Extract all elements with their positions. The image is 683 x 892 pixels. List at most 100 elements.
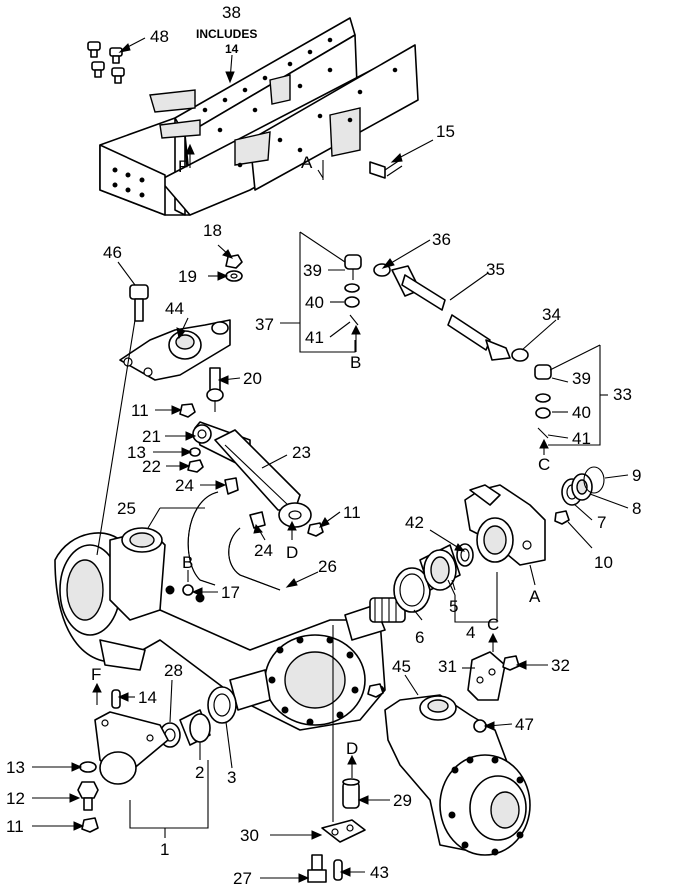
callout-42: 42 [405, 513, 424, 532]
callout-34: 34 [542, 305, 561, 324]
support-bracket-44 [119, 319, 231, 381]
callout-24-lower: 24 [254, 541, 273, 560]
leader-lines [32, 37, 629, 883]
callout-21: 21 [142, 427, 161, 446]
bolt-27 [307, 854, 327, 883]
callout-24-upper: 24 [175, 476, 194, 495]
includes-label: INCLUDES [196, 27, 257, 41]
callout-29: 29 [393, 791, 412, 810]
bolt-46 [129, 284, 149, 322]
callout-33: 33 [613, 385, 632, 404]
seal-3 [207, 686, 237, 724]
callout-17: 17 [221, 583, 240, 602]
letter-c-lower: C [487, 615, 499, 634]
nut-18 [225, 254, 243, 269]
callout-5: 5 [449, 597, 458, 616]
tie-rod-assembly [344, 254, 552, 439]
letter-d-mid: D [286, 543, 298, 562]
callout-35: 35 [486, 260, 505, 279]
callout-14: 14 [138, 688, 157, 707]
axle-support-left [94, 711, 169, 785]
callout-25: 25 [117, 499, 136, 518]
pin-43 [333, 859, 343, 881]
callout-labels: 38 INCLUDES 14 48 15 A F 18 19 46 44 20 … [6, 3, 641, 888]
bracket-30 [321, 819, 366, 843]
callout-8: 8 [632, 499, 641, 518]
callout-11-lower: 11 [6, 817, 24, 836]
bolt-10 [554, 510, 570, 525]
callout-10: 10 [594, 553, 613, 572]
callout-3: 3 [227, 768, 236, 787]
washer-19 [225, 270, 243, 282]
letter-d-lower: D [346, 739, 358, 758]
callout-4: 4 [466, 623, 475, 642]
callout-13-upper: 13 [127, 443, 146, 462]
steering-knuckle-right [384, 694, 531, 856]
nut-11-upper [179, 403, 196, 418]
callout-23: 23 [292, 443, 311, 462]
nut-22 [187, 459, 204, 473]
callout-7: 7 [597, 513, 606, 532]
ball-stud-20 [206, 367, 224, 412]
callout-40-left: 40 [305, 293, 324, 312]
letter-f-lower: F [91, 665, 101, 684]
axle-support-right [464, 484, 546, 566]
callout-12: 12 [6, 789, 25, 808]
callout-38: 38 [222, 3, 241, 22]
nut-misc [367, 683, 384, 698]
callout-11-upper: 11 [131, 401, 149, 420]
nut-11-right [307, 522, 324, 537]
bolt-15 [369, 159, 403, 179]
callout-36: 36 [432, 230, 451, 249]
callout-27: 27 [233, 869, 252, 888]
letter-b-tie: B [350, 353, 361, 372]
callout-28: 28 [164, 661, 183, 680]
callout-48: 48 [150, 27, 169, 46]
callout-26: 26 [318, 557, 337, 576]
callout-11-right: 11 [343, 503, 361, 522]
plug-29 [342, 778, 360, 809]
axle-support-frame [99, 17, 419, 216]
callout-2: 2 [195, 763, 204, 782]
hydraulic-fitting-24-lower [249, 511, 266, 529]
bolt-12 [77, 781, 99, 811]
callout-32: 32 [551, 656, 570, 675]
bearing-8 [571, 473, 593, 501]
washer-13-lower [79, 761, 97, 773]
letter-c-tie: C [538, 455, 550, 474]
callout-37: 37 [255, 315, 274, 334]
callout-20: 20 [243, 369, 262, 388]
hydraulic-lines-25 [187, 491, 281, 591]
letter-a-top: A [301, 153, 313, 172]
pin-14 [111, 689, 121, 709]
callout-46: 46 [103, 243, 122, 262]
callout-43: 43 [370, 863, 389, 882]
snap-ring-9 [583, 466, 605, 494]
callout-41-right: 41 [572, 429, 591, 448]
bracket-31 [467, 651, 506, 701]
grease-fittings [87, 41, 125, 84]
callout-1: 1 [160, 840, 169, 859]
letter-b-left: B [182, 553, 193, 572]
letter-f-top: F [178, 157, 188, 176]
callout-41-left: 41 [305, 328, 324, 347]
includes-number: 14 [225, 42, 239, 56]
callout-39-left: 39 [303, 261, 322, 280]
callout-9: 9 [632, 466, 641, 485]
fitting-17 [182, 584, 194, 596]
callout-19: 19 [178, 267, 197, 286]
steering-cylinder-23 [214, 429, 312, 528]
callout-31: 31 [438, 657, 457, 676]
callout-47: 47 [515, 715, 534, 734]
nut-11-lower [81, 817, 99, 833]
callout-18: 18 [203, 221, 222, 240]
callout-6: 6 [415, 628, 424, 647]
hydraulic-fitting-24-upper [224, 477, 239, 495]
callout-45: 45 [392, 657, 411, 676]
callout-30: 30 [240, 826, 259, 845]
letter-a-right: A [529, 587, 541, 606]
bushing-2 [179, 709, 211, 746]
bolt-32 [502, 655, 520, 671]
callout-13-lower: 13 [6, 758, 25, 777]
